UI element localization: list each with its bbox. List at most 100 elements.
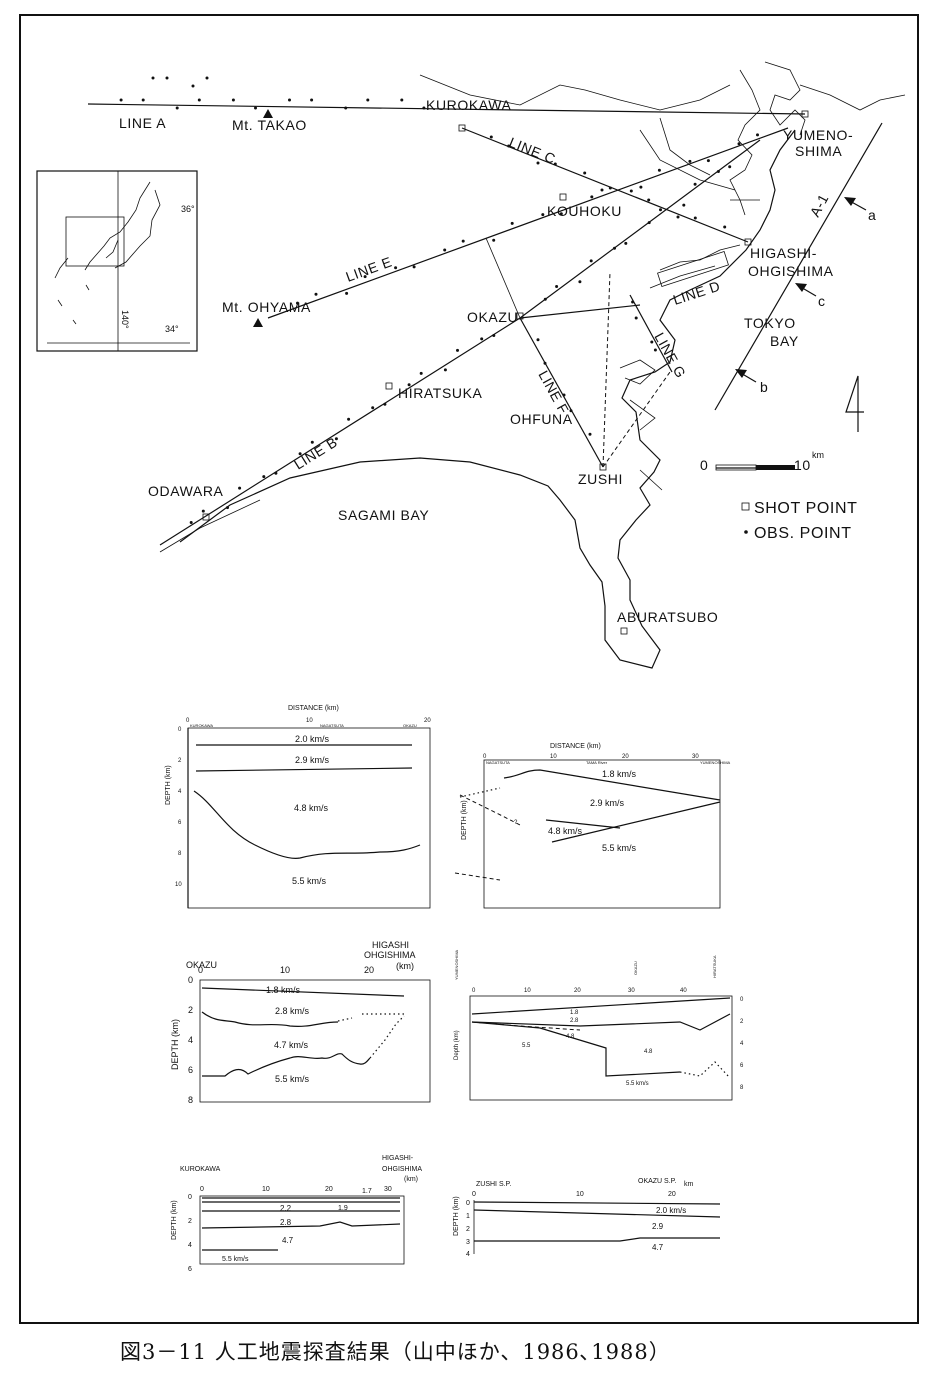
line-a-label: LINE A (119, 115, 166, 131)
s3-left-label: OKAZU (186, 960, 217, 970)
obs-point (238, 486, 242, 490)
map-legend: SHOT POINT OBS. POINT (741, 500, 857, 542)
s6-tick-10: 10 (576, 1191, 584, 1198)
obs-point (296, 301, 299, 305)
s4-v1: 1.8 (570, 1010, 579, 1016)
sagami-bay-label: SAGAMI BAY (338, 507, 429, 523)
coastline (159, 61, 906, 669)
inset-lon140-label: 140° (120, 310, 130, 329)
s5-v6: 1.7 (362, 1188, 372, 1195)
s3-tick-0: 0 (198, 965, 203, 975)
line-c-label: LINE C (507, 134, 558, 167)
arrow-b-label: b (760, 379, 768, 395)
obs-point (371, 406, 375, 410)
s4-left-label: YUMENOSHIMA (454, 949, 459, 980)
obs-point (555, 285, 559, 288)
obs-point (553, 162, 557, 166)
s2-v4: 5.5 km/s (602, 843, 637, 853)
s6-y1: 1 (466, 1213, 470, 1220)
obs-point (191, 84, 195, 88)
obs-point (231, 98, 235, 102)
s4-y6: 6 (740, 1063, 744, 1069)
inset-lat36-label: 36° (181, 204, 195, 214)
s1-tick-10: 10 (306, 718, 313, 724)
s1-title: DISTANCE (km) (288, 705, 339, 712)
obs-point (693, 182, 697, 186)
aburatsubo-label: ABURATSUBO (617, 609, 718, 625)
obs-point (536, 161, 540, 165)
section-kurokawa-higashi: KUROKAWA HIGASHI- OHGISHIMA (km) 0 10 20… (171, 1155, 422, 1273)
obs-point (756, 133, 759, 137)
obs-point (492, 238, 496, 242)
s4-v4: 5.5 (522, 1043, 531, 1049)
s5-v1: 2.2 (280, 1204, 292, 1213)
obs-point (480, 337, 484, 341)
s3-y6: 6 (188, 1065, 193, 1075)
legend-obs-label: OBS. POINT (754, 525, 852, 542)
scale-zero-label: 0 (700, 457, 708, 473)
obs-point (629, 189, 633, 193)
s4-v3: 4.8 (566, 1034, 575, 1040)
s1-v4: 5.5 km/s (292, 876, 327, 886)
obs-point (205, 76, 209, 80)
s5-y0: 0 (188, 1194, 192, 1201)
obs-point (334, 437, 338, 441)
obs-point (298, 452, 302, 456)
obs-point (507, 144, 511, 148)
s4-tick-30: 30 (628, 988, 635, 994)
obs-point (543, 297, 547, 301)
s2-ylabel: DEPTH (km) (461, 800, 468, 840)
hiratsuka-label: HIRATSUKA (398, 385, 483, 401)
arrow-a-label: a (868, 207, 876, 223)
obs-point (543, 361, 547, 365)
obs-point-icon (744, 530, 748, 534)
s5-tick-20: 20 (325, 1186, 333, 1193)
s1-y8: 8 (178, 851, 182, 857)
s3-v2: 2.8 km/s (275, 1006, 310, 1016)
arrow-c-icon: c (795, 283, 826, 309)
s1-v2: 2.9 km/s (295, 755, 330, 765)
obs-point (647, 221, 651, 225)
s3-tick-10: 10 (280, 965, 290, 975)
s3-y8: 8 (188, 1095, 193, 1105)
s1-tick-0: 0 (186, 718, 190, 724)
obs-point (588, 432, 592, 436)
s5-right2: OHGISHIMA (382, 1166, 422, 1173)
obs-point (624, 241, 628, 245)
scale-unit-label: km (812, 450, 824, 460)
s4-mid-label: OKAZU (633, 961, 638, 975)
obs-point (613, 246, 616, 250)
s4-v6: 5.5 km/s (626, 1081, 649, 1087)
shot-point-icon (741, 502, 750, 511)
s3-right1: HIGASHI (372, 940, 409, 950)
okazu-label: OKAZU (467, 309, 518, 325)
obs-point (119, 98, 123, 102)
obs-point (737, 142, 741, 146)
obs-point (676, 215, 680, 219)
s1-v1: 2.0 km/s (295, 734, 330, 744)
s5-tick-0: 0 (200, 1186, 204, 1193)
obs-point (682, 203, 686, 207)
s5-unit: (km) (404, 1176, 418, 1183)
s5-ylabel: DEPTH (km) (171, 1200, 178, 1240)
obs-point (583, 171, 587, 175)
s4-tick-40: 40 (680, 988, 687, 994)
arrow-c-label: c (818, 293, 826, 309)
s3-y0: 0 (188, 975, 193, 985)
yumenoshima-label-2: SHIMA (795, 143, 842, 159)
s3-y2: 2 (188, 1005, 193, 1015)
s1-left-label: KUROKAWA (190, 723, 213, 728)
obs-point (443, 248, 447, 252)
s4-right-label: HIRATSUKA (712, 955, 717, 978)
kurokawa-label: KUROKAWA (426, 97, 511, 113)
line-d-label: LINE D (671, 278, 722, 308)
shot-points (202, 110, 809, 635)
obs-point (347, 417, 351, 421)
s4-ylabel: Depth (km) (454, 1030, 460, 1060)
s6-v1: 2.0 km/s (656, 1206, 686, 1215)
s2-q: ? (514, 820, 518, 826)
s2-mid-label: TAMA River (586, 760, 608, 765)
figure-frame (19, 14, 919, 1324)
s1-y10: 10 (175, 882, 182, 888)
